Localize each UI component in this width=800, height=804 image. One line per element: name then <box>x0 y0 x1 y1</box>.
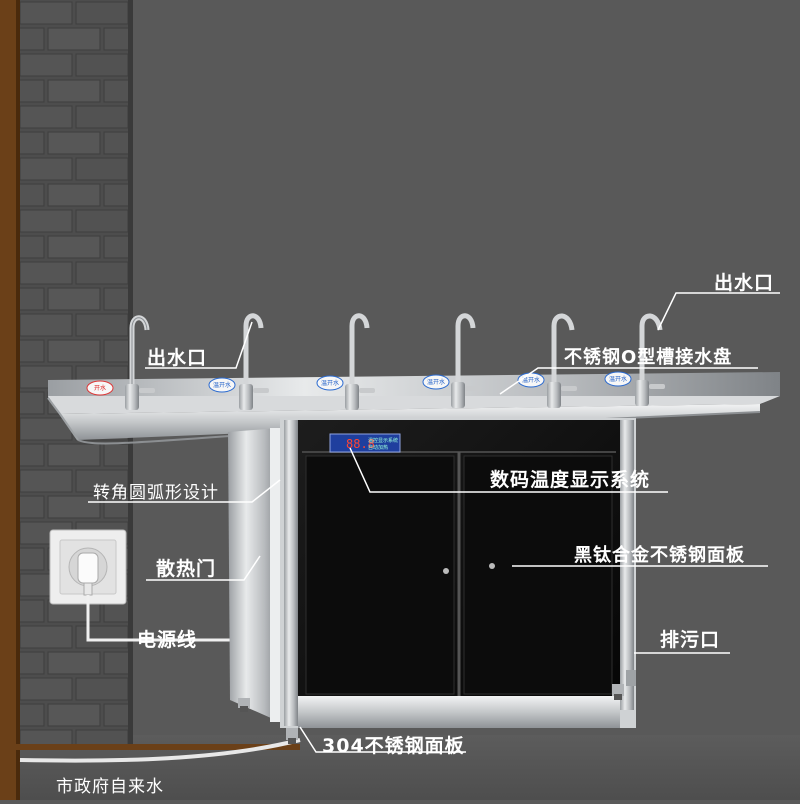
label-tap-water: 市政府自来水 <box>56 777 164 797</box>
label-drain: 排污口 <box>660 629 721 651</box>
tap-badge-5: 温开水 <box>517 372 545 388</box>
display-digits: 88.8 <box>346 437 375 451</box>
svg-text:开水: 开水 <box>94 384 106 392</box>
callout-line-304 <box>299 726 466 753</box>
label-outlet-left: 出水口 <box>147 347 208 369</box>
wood-frame <box>0 0 300 800</box>
tap-badge-1: 开水 <box>86 380 114 396</box>
label-outlet-right: 出水口 <box>714 272 775 294</box>
cabinet-feet <box>238 684 624 744</box>
label-tray: 不锈钢O型槽接水盘 <box>564 347 733 368</box>
callout-line-tray <box>499 367 758 395</box>
label-panel-black: 黑钛合金不锈钢面板 <box>574 545 745 566</box>
callout-line-vent <box>146 555 261 581</box>
tap-badge-4: 温开水 <box>422 374 450 390</box>
back-splash <box>48 372 780 398</box>
callout-line-outlet-right <box>657 292 780 331</box>
svg-text:温开水: 温开水 <box>609 375 627 383</box>
tap-badge-3: 温开水 <box>316 375 344 391</box>
svg-text:温开水: 温开水 <box>321 379 339 387</box>
door-right[interactable] <box>463 455 613 695</box>
door-lock-left-icon <box>443 568 449 574</box>
callout-line-outlet-left <box>145 321 253 369</box>
faucet-2[interactable] <box>239 313 269 410</box>
callout-line-corner <box>88 479 281 503</box>
cabinet-base <box>298 696 620 728</box>
power-cord <box>86 595 232 642</box>
tap-badge-2: 温开水 <box>208 377 236 393</box>
callout-line-display <box>349 447 668 493</box>
door-lock-right-icon <box>489 563 495 569</box>
label-corner-design: 转角圆弧形设计 <box>93 483 219 503</box>
tap-badges: 开水 温开水 温开水 温开水 温开水 温开水 <box>86 371 632 396</box>
digital-display: 88.8 温控显示系统 自动加热 <box>329 433 401 453</box>
drain-outlet <box>626 670 636 686</box>
svg-text:温开水: 温开水 <box>213 381 231 389</box>
faucets <box>125 313 665 410</box>
faucet-4[interactable] <box>451 313 481 408</box>
faucet-3[interactable] <box>345 313 375 410</box>
svg-text:温开水: 温开水 <box>427 378 445 386</box>
label-panel-304: 304不锈钢面板 <box>322 735 465 757</box>
corner-edge <box>270 428 282 722</box>
counter-top <box>48 396 780 414</box>
wall-socket-icon <box>49 529 127 605</box>
display-caption-1: 温控显示系统 <box>368 437 398 444</box>
svg-text:温开水: 温开水 <box>522 376 540 384</box>
door-left[interactable] <box>305 455 455 695</box>
label-display-system: 数码温度显示系统 <box>490 469 651 491</box>
brick-wall <box>18 0 133 750</box>
faucet-1[interactable] <box>125 315 155 410</box>
water-pipe <box>19 738 301 763</box>
display-caption-2: 自动加热 <box>368 444 388 451</box>
label-power-cord: 电源线 <box>137 629 198 651</box>
faucet-6[interactable] <box>635 313 665 406</box>
tap-badge-6: 温开水 <box>604 371 632 387</box>
callout-lines <box>88 292 780 753</box>
faucet-5[interactable] <box>547 313 577 408</box>
label-vent-door: 散热门 <box>156 558 217 580</box>
